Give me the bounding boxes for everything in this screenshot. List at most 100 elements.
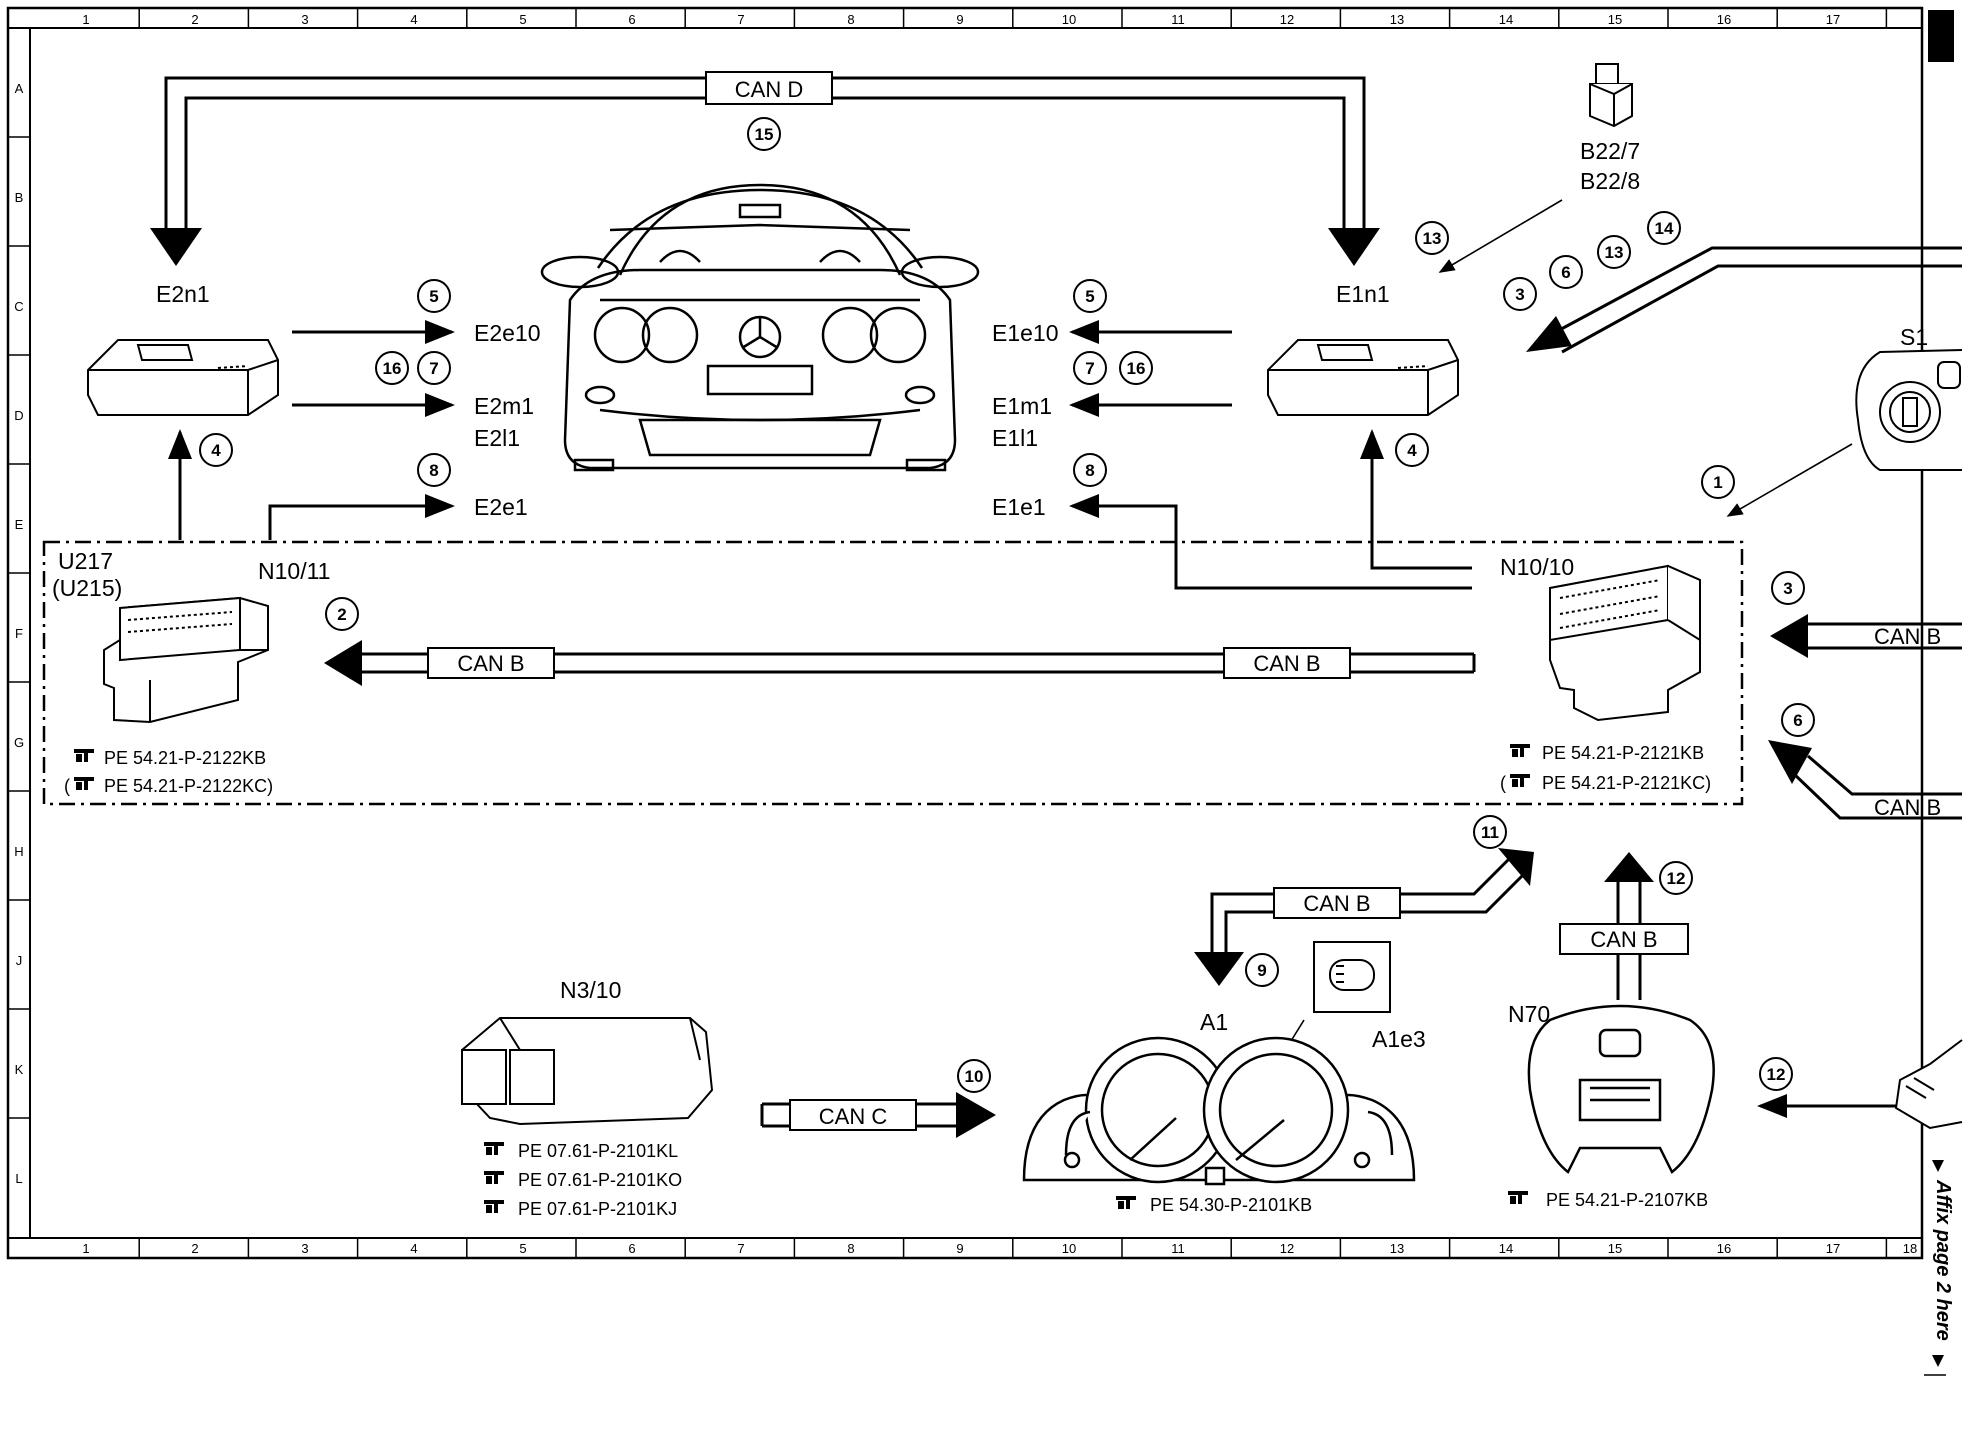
callout-5-left: 5 — [417, 279, 451, 313]
row-j: J — [16, 953, 23, 968]
can-b-internal-bus: CAN B CAN B — [324, 640, 1476, 686]
callout-4-left: 4 — [199, 433, 233, 467]
callout-13a: 13 — [1415, 221, 1449, 255]
col-4-bottom: 4 — [410, 1241, 417, 1256]
incoming-signals-right — [1526, 246, 1962, 354]
row-ruler-left: A B C D E F G H J K L — [14, 81, 24, 1186]
callout-12a: 12 — [1659, 861, 1693, 895]
col-17-bottom: 17 — [1826, 1241, 1840, 1256]
n10-10-label: N10/10 — [1500, 554, 1574, 580]
u217-group-box — [42, 540, 1744, 806]
ref-2101kj: PE 07.61-P-2101KJ — [518, 1199, 677, 1219]
callout-4-right: 4 — [1395, 433, 1429, 467]
e2m1-label: E2m1 — [474, 393, 534, 419]
margin-note: Affix page 2 here — [1924, 1160, 1954, 1376]
callout-6b: 6 — [1781, 703, 1815, 737]
svg-text:2: 2 — [337, 605, 346, 624]
partial-module-right-edge — [1894, 1039, 1963, 1130]
can-b-input-lower: CAN B — [1768, 740, 1962, 820]
ref-2122kc: PE 54.21-P-2122KC) — [104, 776, 273, 796]
col-2: 2 — [191, 12, 198, 27]
drawing-frame — [6, 6, 1924, 1260]
col-12-bottom: 12 — [1280, 1241, 1294, 1256]
svg-text:14: 14 — [1655, 219, 1674, 238]
column-ruler-bottom: 1 2 3 4 5 6 7 8 9 10 11 12 13 14 15 16 1… — [82, 1241, 1917, 1256]
row-f: F — [15, 626, 23, 641]
callout-7-right: 7 — [1073, 351, 1107, 385]
page-corner-tab — [1928, 10, 1954, 62]
svg-text:13: 13 — [1605, 243, 1624, 262]
e1n1-module — [1267, 339, 1459, 416]
callout-8-right: 8 — [1073, 453, 1107, 487]
ref-5430-2101kb: PE 54.30-P-2101KB — [1150, 1195, 1312, 1215]
col-12: 12 — [1280, 12, 1294, 27]
svg-text:6: 6 — [1561, 263, 1570, 282]
col-3-bottom: 3 — [301, 1241, 308, 1256]
can-d-bus: CAN D — [150, 71, 1380, 266]
row-c: C — [14, 299, 23, 314]
n10-10-module — [1549, 564, 1701, 722]
col-9-bottom: 9 — [956, 1241, 963, 1256]
svg-text:11: 11 — [1481, 823, 1499, 842]
svg-text:10: 10 — [965, 1067, 984, 1086]
svg-text:12: 12 — [1667, 869, 1686, 888]
col-10-bottom: 10 — [1062, 1241, 1076, 1256]
e1e1-label: E1e1 — [992, 494, 1046, 520]
can-c-label: CAN C — [819, 1104, 888, 1129]
n70-reference: PE 54.21-P-2107KB — [1508, 1190, 1708, 1210]
col-17: 17 — [1826, 12, 1840, 27]
col-4: 4 — [410, 12, 417, 27]
svg-text:3: 3 — [1515, 285, 1524, 304]
n3-10-label: N3/10 — [560, 977, 621, 1003]
can-c-bus: CAN C — [760, 1092, 996, 1138]
ref-2101kl: PE 07.61-P-2101KL — [518, 1141, 678, 1161]
ref-2121kb: PE 54.21-P-2121KB — [1542, 743, 1704, 763]
can-b-a1-bus: CAN B — [1194, 848, 1534, 986]
e1m1-label: E1m1 — [992, 393, 1052, 419]
svg-text:1: 1 — [1713, 473, 1722, 492]
callout-13b: 13 — [1597, 235, 1631, 269]
col-16: 16 — [1717, 12, 1731, 27]
can-b-input-lower-label: CAN B — [1874, 795, 1941, 820]
e2e1-label: E2e1 — [474, 494, 528, 520]
col-3: 3 — [301, 12, 308, 27]
svg-text:9: 9 — [1257, 961, 1266, 980]
svg-text:15: 15 — [755, 125, 774, 144]
col-5-bottom: 5 — [519, 1241, 526, 1256]
row-e: E — [15, 517, 24, 532]
svg-text:5: 5 — [1085, 287, 1094, 306]
svg-text:7: 7 — [429, 359, 438, 378]
col-14-bottom: 14 — [1499, 1241, 1513, 1256]
svg-text:7: 7 — [1085, 359, 1094, 378]
row-k: K — [15, 1062, 24, 1077]
car-front-view — [540, 183, 980, 472]
row-g: G — [14, 735, 24, 750]
e1e10-label: E1e10 — [992, 320, 1059, 346]
can-b-n70-bus: CAN B — [1559, 852, 1689, 1000]
ref-2101ko: PE 07.61-P-2101KO — [518, 1170, 682, 1190]
column-ruler-top: 1 2 3 4 5 6 7 8 9 10 11 12 13 14 15 16 1… — [82, 12, 1840, 27]
callout-9: 9 — [1245, 953, 1279, 987]
ref-2107kb: PE 54.21-P-2107KB — [1546, 1190, 1708, 1210]
e2e10-label: E2e10 — [474, 320, 541, 346]
callout-3b: 3 — [1771, 571, 1805, 605]
svg-text:5: 5 — [429, 287, 438, 306]
col-13-bottom: 13 — [1390, 1241, 1404, 1256]
col-7: 7 — [737, 12, 744, 27]
e2l1-label: E2l1 — [474, 425, 520, 451]
u217-label: U217 — [58, 548, 113, 574]
col-13: 13 — [1390, 12, 1404, 27]
a1-label: A1 — [1200, 1009, 1228, 1035]
row-l: L — [15, 1171, 22, 1186]
col-8: 8 — [847, 12, 854, 27]
callout-8-left: 8 — [417, 453, 451, 487]
left-lamp-signals: E2e10 E2m1 E2l1 E2e1 — [168, 320, 541, 540]
col-6: 6 — [628, 12, 635, 27]
can-b-input-upper: CAN B — [1770, 614, 1962, 658]
ref-open-paren-right: ( — [1500, 773, 1506, 793]
col-15-bottom: 15 — [1608, 1241, 1622, 1256]
svg-text:3: 3 — [1783, 579, 1792, 598]
col-8-bottom: 8 — [847, 1241, 854, 1256]
b22-8-label: B22/8 — [1580, 168, 1640, 194]
ref-open-paren-left: ( — [64, 776, 70, 796]
